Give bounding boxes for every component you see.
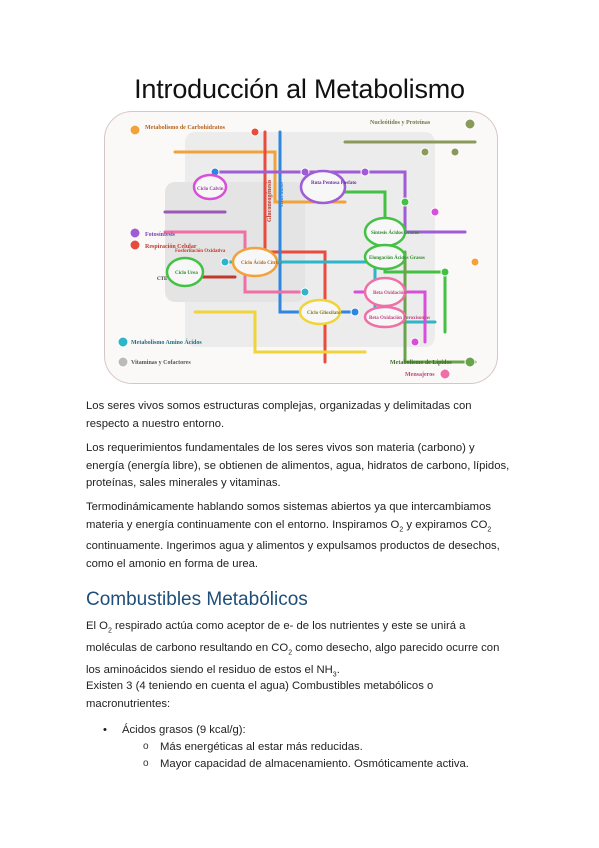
figure-label-lipids: Metabolismo de Lípidos bbox=[390, 360, 452, 366]
paragraph-fuels: Existen 3 (4 teniendo en cuenta el agua)… bbox=[86, 680, 434, 710]
figure-label-urea: Ciclo Urea bbox=[175, 271, 198, 276]
figure-label-carbs: Metabolismo de Carbohidratos bbox=[145, 125, 226, 131]
figure-label-photosynthesis: Fotosíntesis bbox=[145, 232, 176, 238]
figure-label-fatty-synth: Síntesis Ácidos Grasos bbox=[371, 230, 419, 236]
figure-label-glycolysis: Glucólisis bbox=[279, 181, 285, 207]
sub-list-item: Más energéticas al estar más reducidas. bbox=[160, 741, 363, 753]
figure-label-nucleotides: Nucleótidos y Proteínas bbox=[370, 120, 431, 126]
figure-label-gluconeo: Gluconeogénesis bbox=[267, 179, 273, 222]
figure-label-glyox: Ciclo Glioxilato bbox=[307, 311, 341, 316]
metabolism-map-figure: Metabolismo de Carbohidratos Nucleótidos… bbox=[104, 111, 498, 384]
figure-label-vitamins: Vitaminas y Cofactores bbox=[131, 360, 191, 366]
figure-label-beta2: Beta Oxidación Peroxisomas bbox=[369, 316, 430, 321]
figure-label-citric: Ciclo Ácido Cítrico bbox=[241, 260, 283, 266]
figure-label-calvin: Ciclo Calvin bbox=[197, 187, 224, 192]
bullet-icon: • bbox=[103, 724, 107, 736]
page-title: Introducción al Metabolismo bbox=[134, 74, 465, 104]
metabolism-map-graphic: Metabolismo de Carbohidratos Nucleótidos… bbox=[117, 118, 480, 380]
sub-bullet-icon: o bbox=[143, 758, 149, 769]
paragraph-intro: Los seres vivos somos estructuras comple… bbox=[86, 400, 472, 430]
figure-label-pentose: Ruta Pentosa Fosfato bbox=[311, 181, 357, 186]
list-item: Ácidos grasos (9 kcal/g): bbox=[122, 724, 246, 736]
paragraph-oxygen: El O2 respirado actúa como aceptor de e-… bbox=[86, 620, 500, 678]
paragraph-requirements: Los requerimientos fundamentales de los … bbox=[86, 442, 510, 489]
sub-bullet-icon: o bbox=[143, 741, 149, 752]
figure-label-beta1: Beta Oxidación bbox=[373, 291, 406, 296]
figure-label-messengers: Mensajeros bbox=[405, 372, 435, 378]
figure-label-cte: CTE bbox=[157, 277, 168, 282]
sub-list-item: Mayor capacidad de almacenamiento. Osmót… bbox=[160, 758, 469, 770]
section-heading: Combustibles Metabólicos bbox=[86, 589, 308, 610]
paragraph-thermodynamics: Termodinámicamente hablando somos sistem… bbox=[86, 501, 500, 570]
figure-label-oxphos: Fosforilación Oxidativa bbox=[175, 249, 226, 254]
figure-label-elong: Elongación Ácidos Grasos bbox=[369, 255, 425, 261]
figure-label-amino: Metabolismo Amino Ácidos bbox=[131, 338, 202, 346]
figure-label-respiration: Respiración Celular bbox=[145, 244, 197, 250]
